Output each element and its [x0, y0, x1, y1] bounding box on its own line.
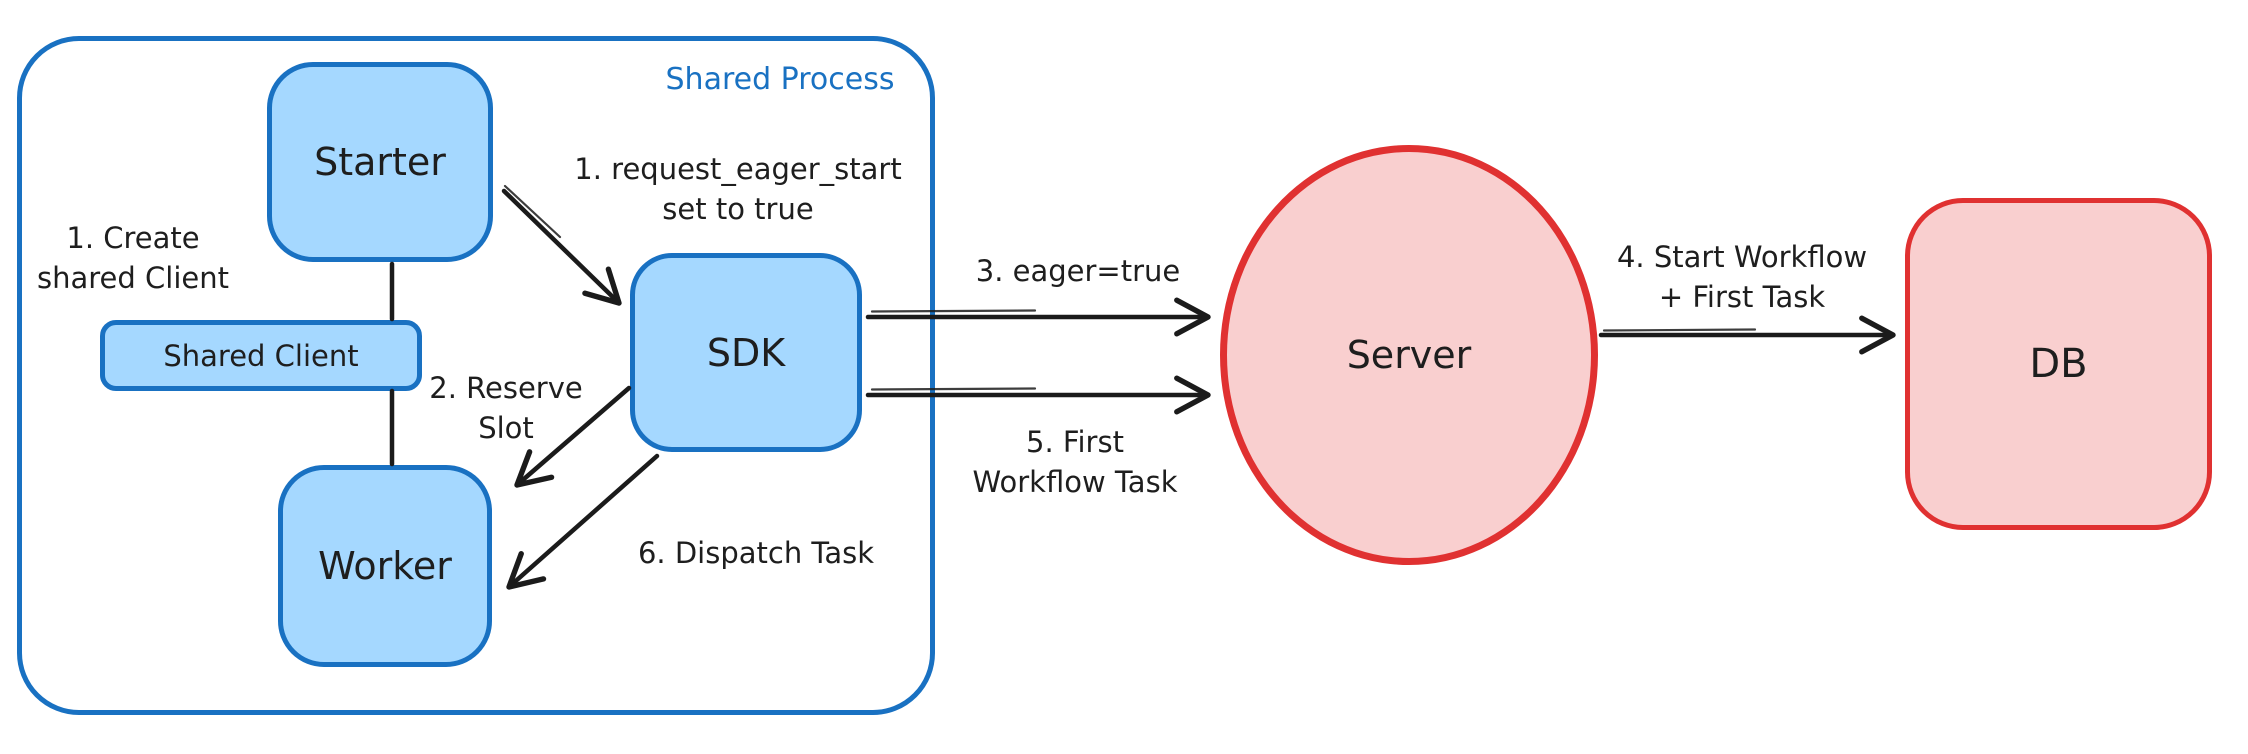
starter-label: Starter — [314, 140, 446, 184]
annotation-first-workflow-task: 5. First Workflow Task — [973, 422, 1178, 502]
annotation-create-shared-client-line2: shared Client — [37, 261, 229, 295]
shared-process-container — [17, 36, 935, 715]
db-label: DB — [2029, 341, 2088, 387]
annotation-start-workflow: 4. Start Workflow + First Task — [1617, 237, 1867, 317]
db-node: DB — [1905, 198, 2212, 530]
annotation-create-shared-client-line1: 1. Create — [66, 221, 200, 255]
worker-label: Worker — [318, 544, 452, 588]
shared-client-label: Shared Client — [163, 338, 359, 373]
annotation-first-workflow-task-line1: 5. First — [1026, 425, 1124, 459]
annotation-dispatch-task: 6. Dispatch Task — [637, 536, 875, 570]
sdk-label: SDK — [706, 330, 786, 375]
server-label: Server — [1346, 333, 1472, 377]
shared-client-node: Shared Client — [100, 320, 422, 391]
annotation-first-workflow-task-line2: Workflow Task — [972, 465, 1178, 499]
annotation-reserve-slot: 2. Reserve Slot — [429, 368, 582, 448]
annotation-reserve-slot-line1: 2. Reserve — [429, 371, 583, 405]
annotation-start-workflow-line2: + First Task — [1658, 280, 1826, 314]
server-node: Server — [1220, 145, 1598, 565]
worker-node: Worker — [278, 465, 492, 667]
starter-node: Starter — [267, 62, 493, 262]
arrow-server-to-db-sketch — [1602, 328, 1757, 332]
annotation-request-eager-start-line2: set to true — [662, 192, 814, 226]
annotation-request-eager-start: 1. request_eager_start set to true — [574, 149, 901, 229]
annotation-request-eager-start-line1: 1. request_eager_start — [574, 152, 902, 186]
annotation-start-workflow-line1: 4. Start Workflow — [1616, 240, 1868, 274]
annotation-reserve-slot-line2: Slot — [478, 411, 534, 445]
shared-process-label: Shared Process — [665, 62, 895, 97]
annotation-eager-true: 3. eager=true — [975, 254, 1181, 288]
sdk-node: SDK — [630, 253, 862, 452]
annotation-create-shared-client: 1. Create shared Client — [37, 218, 229, 298]
